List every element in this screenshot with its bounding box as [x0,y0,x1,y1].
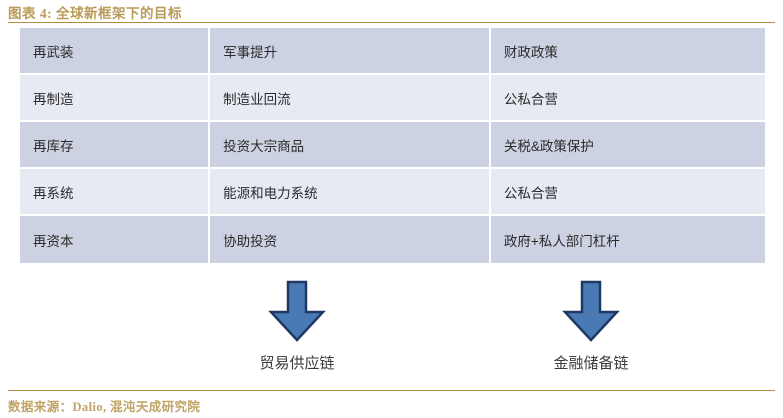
cell-policy: 关税&政策保护 [490,122,765,169]
arrow-down-icon [562,280,620,342]
cell-measure: 能源和电力系统 [210,169,491,216]
cell-measure: 协助投资 [210,216,491,263]
table-row: 再系统 能源和电力系统 公私合营 [20,169,765,216]
table-row: 再制造 制造业回流 公私合营 [20,75,765,122]
cell-theme: 再库存 [20,122,211,169]
table-row: 再库存 投资大宗商品 关税&政策保护 [20,122,765,169]
table-row: 再武装 军事提升 财政政策 [20,28,765,75]
objectives-table: 再武装 军事提升 财政政策 再制造 制造业回流 公私合营 再库存 投资大宗商品 … [20,28,765,263]
cell-measure: 投资大宗商品 [210,122,491,169]
cell-policy: 政府+私人部门杠杆 [490,216,765,263]
cell-theme: 再制造 [20,75,211,122]
flow-label-trade: 贸易供应链 [259,356,335,372]
cell-theme: 再系统 [20,169,211,216]
source-note: 数据来源：Dalio, 混沌天成研究院 [8,400,201,414]
cell-policy: 财政政策 [490,28,765,75]
flow-label-finance: 金融储备链 [553,356,629,372]
cell-measure: 制造业回流 [210,75,491,122]
cell-policy: 公私合营 [490,75,765,122]
cell-policy: 公私合营 [490,169,765,216]
cell-theme: 再武装 [20,28,211,75]
page-title: 图表 4: 全球新框架下的目标 [8,6,182,21]
cell-theme: 再资本 [20,216,211,263]
footer-divider [8,390,775,391]
table-row: 再资本 协助投资 政府+私人部门杠杆 [20,216,765,263]
arrow-down-icon [268,280,326,342]
title-divider [8,22,775,23]
cell-measure: 军事提升 [210,28,491,75]
